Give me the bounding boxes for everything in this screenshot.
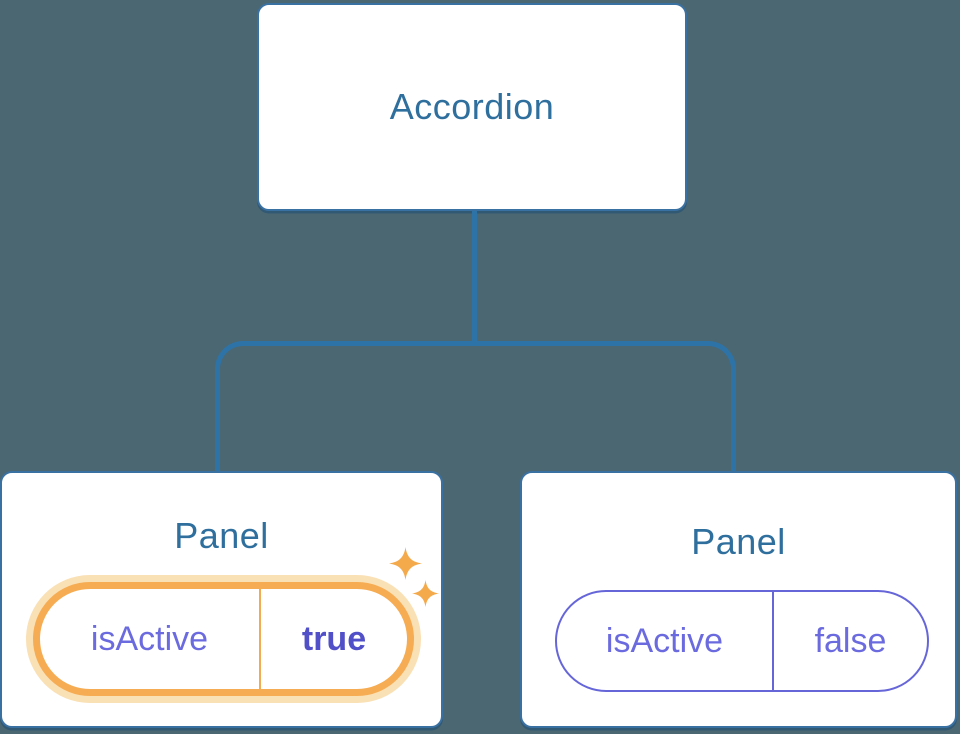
prop-name-label: isActive xyxy=(90,620,209,658)
pill-divider xyxy=(772,592,774,690)
sparkle-large-icon xyxy=(389,547,422,580)
prop-value-label: false xyxy=(814,622,887,660)
sparkles-icon xyxy=(389,547,439,607)
accordion-node: Accordion xyxy=(257,3,687,211)
panel-title: Panel xyxy=(691,521,786,562)
sparkle-small-icon xyxy=(412,580,439,607)
prop-pill-inactive: isActive false xyxy=(555,590,929,692)
prop-value-label: true xyxy=(301,620,367,658)
pill-divider xyxy=(259,589,261,689)
panel-title: Panel xyxy=(174,515,269,556)
prop-pill-active: isActive true xyxy=(33,582,414,696)
accordion-label: Accordion xyxy=(389,86,555,127)
connector-stem xyxy=(472,211,477,344)
connector-branch xyxy=(215,341,736,472)
panel-node-active: Panel isActive true xyxy=(0,471,443,728)
prop-name-label: isActive xyxy=(605,622,724,660)
panel-node-inactive: Panel isActive false xyxy=(520,471,957,728)
